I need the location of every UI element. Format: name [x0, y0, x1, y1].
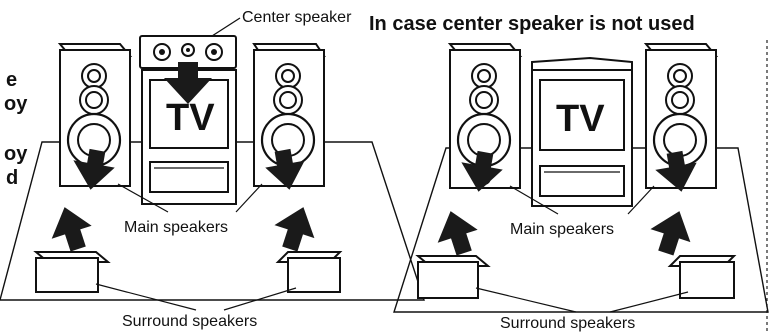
right-floor-outline [393, 147, 769, 313]
left-surround-speaker-right [275, 251, 343, 293]
left-surround-arrow-right [274, 207, 315, 252]
right-surround-speaker-right [667, 255, 737, 299]
center-speaker-label: Center speaker [242, 9, 352, 26]
center-speaker-leader [211, 17, 241, 37]
right-diagram-title: In case center speaker is not used [369, 13, 695, 35]
right-surround-leader-2 [609, 291, 689, 313]
margin-fragment-4: d [6, 167, 18, 189]
margin-fragment-1: e [6, 69, 17, 91]
right-surround-speakers-label: Surround speakers [500, 315, 635, 332]
left-surround-speakers-label: Surround speakers [122, 313, 257, 330]
right-tv-label: TV [556, 98, 605, 140]
left-surround-leader-1 [95, 283, 197, 311]
right-main-arrow-left [461, 150, 503, 192]
left-surround-speaker-left [33, 251, 111, 293]
right-surround-speaker-left [415, 255, 491, 299]
right-diagram: In case center speaker is not used TV [369, 13, 769, 332]
right-main-leader-1 [509, 185, 559, 215]
margin-fragment-3: oy [4, 143, 28, 165]
right-surround-leader-1 [475, 287, 577, 313]
right-main-speakers-label: Main speakers [510, 221, 614, 238]
left-center-arrow [164, 62, 212, 104]
right-tv: TV [531, 56, 633, 207]
left-main-arrow-right [265, 148, 305, 190]
left-tv-label: TV [166, 97, 215, 139]
right-main-arrow-right [655, 150, 697, 192]
left-main-arrow-left [73, 148, 115, 190]
left-diagram: Center speaker TV [0, 9, 425, 330]
left-surround-leader-2 [223, 287, 297, 311]
left-main-speakers-label: Main speakers [124, 219, 228, 236]
left-main-leader-2 [235, 183, 263, 213]
left-surround-arrow-left [51, 207, 92, 252]
margin-fragment-2: oy [4, 93, 28, 115]
left-tv: TV [141, 69, 237, 205]
left-main-leader-1 [117, 183, 169, 213]
left-margin-text: e oy oy d [4, 69, 28, 189]
right-main-leader-2 [627, 185, 655, 215]
right-surround-arrow-right [650, 211, 691, 256]
left-center-speaker [139, 35, 237, 69]
right-main-speaker-right [643, 43, 719, 189]
right-surround-arrow-left [437, 211, 478, 256]
